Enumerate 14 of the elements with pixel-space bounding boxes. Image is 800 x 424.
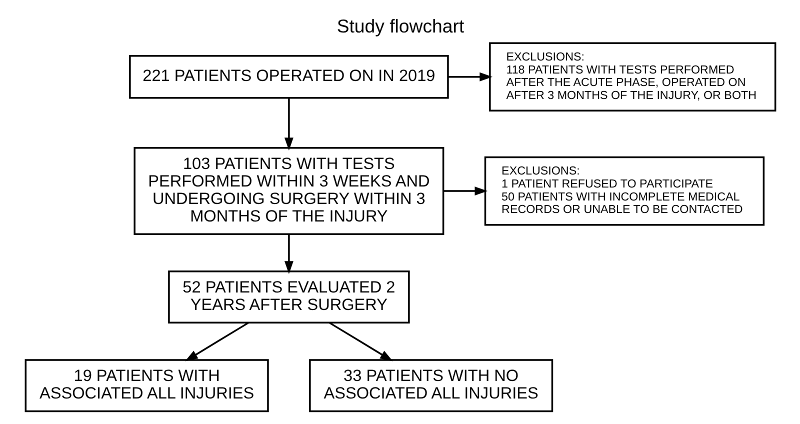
node-box: 52 PATIENTS EVALUATED 2 YEARS AFTER SURGERY bbox=[168, 270, 410, 324]
diagram-title: Study flowchart bbox=[336, 15, 464, 36]
node-box: EXCLUSIONS: 118 PATIENTS WITH TESTS PERFORMED AFTER THE ACUTE PHASE, OPERATED ON AFTER 3 MONTHS OF THE INJURY, OR BOTH bbox=[488, 42, 776, 112]
node-box: EXCLUSIONS: 1 PATIENT REFUSED TO PARTICIPATE 50 PATIENTS WITH INCOMPLETE MEDICAL RECORDS OR UNABLE TO BE CONTACTED bbox=[484, 156, 764, 226]
node-box: 33 PATIENTS WITH NO ASSOCIATED ALL INJURIES bbox=[308, 359, 553, 412]
arrow bbox=[284, 234, 293, 274]
arrow bbox=[284, 98, 293, 150]
node-box: 103 PATIENTS WITH TESTS PERFORMED WITHIN 3 WEEKS AND UNDERGOING SURGERY WITHIN 3 MONTHS OF THE INJURY bbox=[133, 147, 444, 235]
arrow bbox=[184, 322, 249, 362]
node-box: 19 PATIENTS WITH ASSOCIATED ALL INJURIES bbox=[24, 359, 268, 412]
arrow bbox=[443, 186, 488, 196]
node-box: 221 PATIENTS OPERATED ON IN 2019 bbox=[128, 55, 448, 99]
arrow bbox=[328, 322, 392, 362]
arrow bbox=[448, 72, 492, 82]
